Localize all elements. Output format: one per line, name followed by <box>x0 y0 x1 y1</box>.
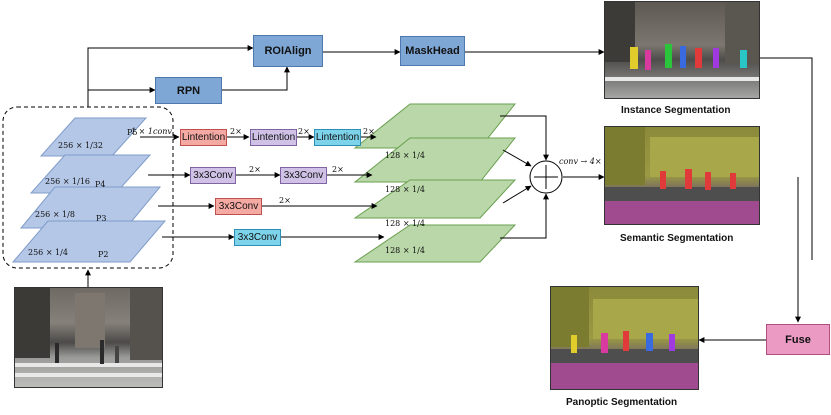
p2-name-label: P2 <box>98 250 109 259</box>
roi-align-label-2: Align <box>284 45 312 57</box>
up2x-label-5: 2× <box>332 165 344 174</box>
input-image <box>14 287 163 388</box>
semantic-caption: Semantic Segmentation <box>620 233 734 244</box>
p5-size-label: 256 × 1/32 <box>58 141 104 150</box>
input-image-scene <box>15 288 162 377</box>
connector-lines <box>85 45 813 343</box>
pyramid-plane-p5 <box>39 117 148 157</box>
feature-label-3: 128 × 1/4 <box>385 219 425 228</box>
conv-p4-box-2[interactable]: 3x3Conv <box>280 167 327 184</box>
conv1x1-label: 1 × 1conv <box>131 127 172 136</box>
mask-head-box[interactable]: Mask Head <box>400 36 465 66</box>
p5-name-label: P5 <box>127 128 138 137</box>
feature-label-2: 128 × 1/4 <box>385 185 425 194</box>
conv-p4-box-1[interactable]: 3x3Conv <box>190 167 236 184</box>
lintention-box-3[interactable]: Lintention <box>314 129 361 146</box>
p3-name-label: P3 <box>96 214 107 223</box>
up2x-label-1: 2× <box>230 127 242 136</box>
instance-output-scene <box>605 2 759 81</box>
feature-plane-3 <box>353 179 517 219</box>
feature-label-4: 128 × 1/4 <box>385 246 425 255</box>
conv-p3-box[interactable]: 3x3Conv <box>215 198 262 215</box>
up2x-label-6: 2× <box>279 196 291 205</box>
conv-upsample-label: conv → 4× <box>559 157 602 166</box>
fuse-box[interactable]: Fuse <box>766 324 830 355</box>
up2x-label-2: 2× <box>298 127 310 136</box>
feature-plane-4 <box>353 224 517 263</box>
p2-size-label: 256 × 1/4 <box>28 248 68 257</box>
semantic-output-scene <box>605 127 759 224</box>
p3-size-label: 256 × 1/8 <box>35 210 75 219</box>
semantic-output-image <box>604 126 760 225</box>
up2x-label-3: 2× <box>363 127 375 136</box>
mask-head-label-2: Head <box>432 45 460 57</box>
panoptic-output-scene <box>551 287 698 389</box>
rpn-box[interactable]: RPN <box>155 77 222 104</box>
sum-plus <box>534 165 558 189</box>
mask-head-label-1: Mask <box>405 45 433 57</box>
feature-label-1: 128 × 1/4 <box>385 151 425 160</box>
roi-align-label-1: ROI <box>264 45 285 57</box>
roi-align-box[interactable]: ROI Align <box>253 35 323 67</box>
up2x-label-4: 2× <box>249 165 261 174</box>
conv-p2-box[interactable]: 3x3Conv <box>234 229 281 246</box>
lintention-box-2[interactable]: Lintention <box>250 129 297 146</box>
panoptic-output-image <box>550 286 699 390</box>
p4-name-label: P4 <box>95 180 106 189</box>
pyramid-plane-p2 <box>11 220 167 263</box>
lintention-box-1[interactable]: Lintention <box>180 129 227 146</box>
p4-size-label: 256 × 1/16 <box>45 177 91 186</box>
instance-output-image <box>604 1 760 99</box>
panoptic-caption: Panoptic Segmentation <box>566 397 678 408</box>
instance-caption: Instance Segmentation <box>621 105 731 116</box>
